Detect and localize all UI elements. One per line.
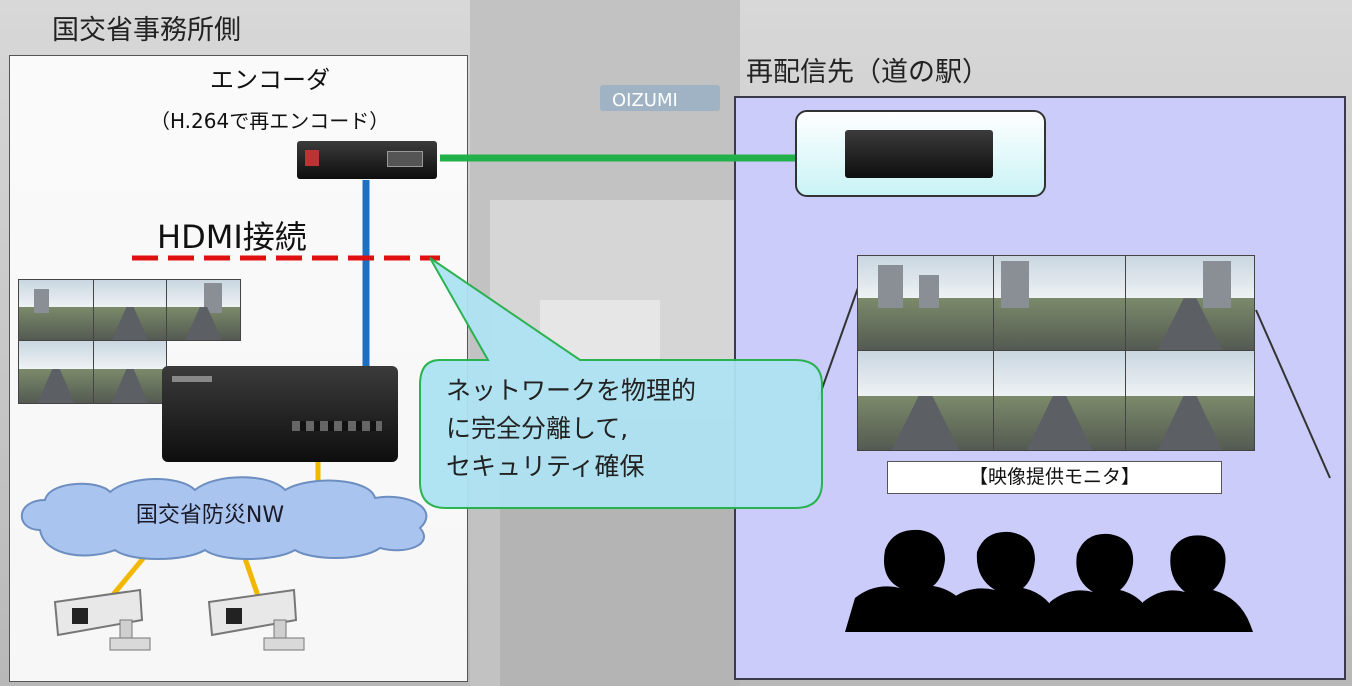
disaster-network-cloud	[20, 476, 428, 560]
thumbnail-tile	[93, 340, 167, 404]
server-ports	[292, 421, 382, 431]
monitor-tile	[993, 255, 1126, 351]
encoder-port-panel	[387, 151, 423, 167]
encoder-device	[297, 141, 437, 179]
monitor-tile	[993, 350, 1126, 451]
thumbnail-tile	[166, 279, 241, 341]
monitor-tile	[857, 350, 994, 451]
server-logo	[172, 376, 212, 382]
surveillance-camera-icon	[53, 588, 151, 651]
thumbnail-tile	[18, 340, 94, 404]
monitor-tile	[857, 255, 994, 351]
video-distribution-server	[162, 366, 398, 462]
monitor-leader-right	[1255, 309, 1331, 479]
background-sign-text: OIZUMI	[612, 90, 678, 111]
monitor-label: 【映像提供モニタ】	[887, 461, 1222, 494]
receiver-device	[845, 130, 993, 178]
callout-text: ネットワークを物理的 に完全分離して, セキュリティ確保	[446, 372, 696, 486]
callout-line-2: に完全分離して,	[446, 414, 629, 443]
hdmi-label: HDMI接続	[157, 218, 307, 256]
thumbnail-tile	[18, 279, 94, 341]
callout-line-3: セキュリティ確保	[446, 452, 645, 481]
receiver-device-frame	[795, 110, 1046, 197]
encoder-title: エンコーダ	[210, 66, 330, 94]
surveillance-camera-icon	[207, 588, 305, 651]
callout-line-1: ネットワークを物理的	[446, 376, 697, 405]
left-panel-heading: 国交省事務所側	[52, 15, 241, 46]
audience-silhouette-icon	[845, 529, 1253, 632]
right-panel-heading: 再配信先（道の駅）	[746, 57, 989, 88]
monitor-tile	[1125, 255, 1255, 351]
monitor-leader-left	[817, 284, 860, 401]
video-monitor-mosaic	[857, 255, 1255, 451]
camera-thumbnail-grid	[18, 279, 241, 404]
encoder-power-light	[305, 150, 319, 166]
encoder-subtitle: （H.264で再エンコード）	[150, 109, 390, 133]
monitor-tile	[1125, 350, 1255, 451]
disaster-network-label: 国交省防災NW	[135, 503, 285, 528]
